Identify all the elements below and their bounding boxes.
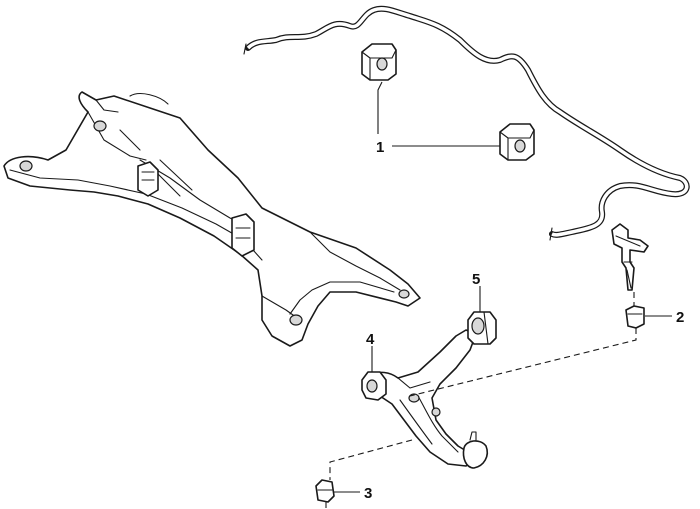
stabilizer-bushing-upper — [361, 43, 397, 81]
callout-2: 2 — [676, 309, 684, 326]
dashed-bushing-line — [329, 439, 413, 480]
front-crossmember — [3, 91, 421, 347]
dashed-link-line — [409, 292, 637, 397]
callout-5: 5 — [472, 271, 480, 288]
leader-1-upper — [377, 81, 383, 134]
lower-control-arm — [371, 329, 477, 467]
ball-joint — [462, 431, 489, 469]
stabilizer-bushing-lower — [499, 123, 535, 161]
control-arm-rear-bushing — [467, 311, 497, 345]
callout-3: 3 — [364, 485, 372, 502]
stabilizer-link — [611, 223, 649, 291]
control-arm-front-bushing — [361, 371, 387, 401]
stabilizer-bar — [243, 5, 690, 241]
callout-4: 4 — [366, 331, 375, 348]
small-bushing — [315, 479, 335, 503]
callout-1: 1 — [376, 139, 384, 156]
link-bushing — [625, 305, 645, 329]
